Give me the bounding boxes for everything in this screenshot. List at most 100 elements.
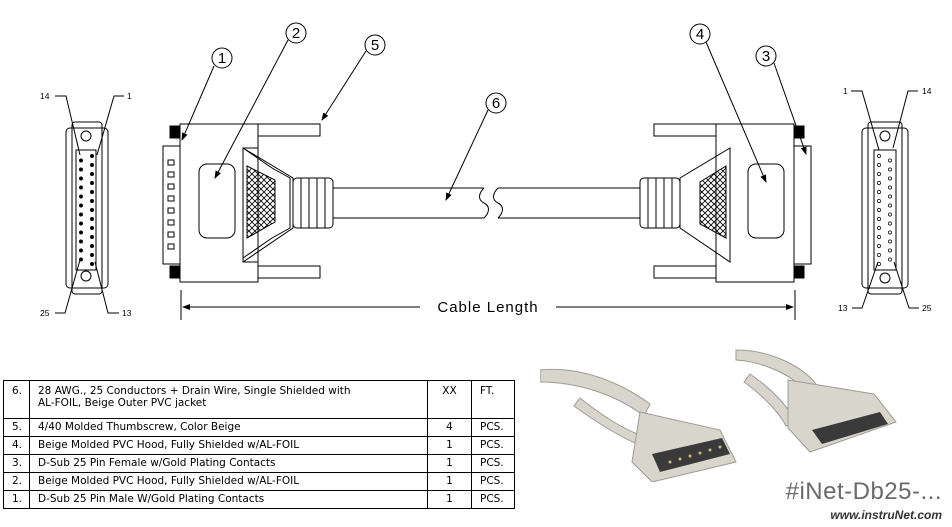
right-face-view: [861, 121, 909, 295]
bom-item-number: 4.: [3, 436, 30, 455]
bom-description: Beige Molded PVC Hood, Fully Shielded w/…: [29, 436, 428, 455]
bom-row: 6. 28 AWG., 25 Conductors + Drain Wire, S…: [3, 380, 515, 419]
pin: [90, 208, 94, 212]
bom-description-line: D-Sub 25 Pin Female w/Gold Plating Conta…: [38, 457, 276, 469]
left-face-view: [65, 121, 109, 295]
pin: [877, 235, 881, 239]
balloon-6: 6: [492, 95, 500, 112]
pin: [79, 221, 83, 226]
pin: [877, 190, 881, 194]
bom-row: 2. Beige Molded PVC Hood, Fully Shielded …: [3, 472, 515, 491]
watermark-tag: #iNet-Db25-...: [785, 478, 942, 505]
pin: [877, 199, 881, 203]
cable-length-label: Cable Length: [437, 299, 538, 316]
pin: [888, 257, 892, 262]
pin: [79, 158, 83, 163]
left-connector: [162, 123, 334, 283]
bom-description: 28 AWG., 25 Conductors + Drain Wire, Sin…: [29, 380, 428, 419]
pin: [90, 181, 94, 185]
pin-label-left-1: 1: [127, 91, 132, 101]
bom-description: D-Sub 25 Pin Male W/Gold Plating Contact…: [29, 490, 428, 509]
pin: [90, 226, 94, 230]
balloon-1: 1: [218, 50, 226, 67]
pin: [888, 167, 892, 172]
pin: [888, 176, 892, 181]
bom-description: D-Sub 25 Pin Female w/Gold Plating Conta…: [29, 454, 428, 473]
bom-quantity: 1: [427, 436, 472, 455]
right-face-pins: [877, 154, 892, 266]
bom-row: 4. Beige Molded PVC Hood, Fully Shielded …: [3, 436, 515, 455]
balloon-2: 2: [292, 25, 300, 42]
left-face-pins: [79, 154, 94, 266]
pin: [90, 217, 94, 221]
bom-row: 1.D-Sub 25 Pin Male W/Gold Plating Conta…: [3, 490, 515, 509]
pin: [877, 172, 881, 176]
pin: [888, 230, 892, 235]
watermark-site: www.instruNet.com: [830, 508, 942, 522]
pin: [90, 244, 94, 248]
bom-description-line: Beige Molded PVC Hood, Fully Shielded w/…: [38, 439, 300, 451]
bom-quantity: 1: [427, 454, 472, 473]
pin: [877, 244, 881, 248]
pin: [79, 239, 83, 244]
pin: [877, 226, 881, 230]
bom-quantity: 4: [427, 418, 472, 437]
bom-unit: PCS.: [471, 490, 515, 509]
pin: [90, 262, 94, 266]
product-photo: [540, 349, 897, 482]
bom-unit: PCS.: [471, 454, 515, 473]
pin: [877, 217, 881, 221]
pin: [90, 163, 94, 167]
bom-item-number: 2.: [3, 472, 30, 491]
bom-description-line: Beige Molded PVC Hood, Fully Shielded w/…: [38, 475, 300, 487]
pin-label-right-1: 1: [843, 86, 848, 96]
right-connector: [639, 123, 812, 283]
bom-unit: PCS.: [471, 418, 515, 437]
bom-row: 3. D-Sub 25 Pin Female w/Gold Plating Con…: [3, 454, 515, 473]
pin: [79, 167, 83, 172]
pin: [888, 239, 892, 244]
bom-item-number: 3.: [3, 454, 30, 473]
left-shell-pins: [167, 159, 175, 250]
pin: [79, 248, 83, 253]
balloon-3: 3: [762, 48, 770, 65]
pin: [877, 208, 881, 212]
pin-label-right-14: 14: [922, 86, 932, 96]
pin: [79, 203, 83, 208]
pin: [877, 181, 881, 185]
pin: [888, 221, 892, 226]
pin: [79, 194, 83, 199]
balloon-5: 5: [371, 37, 379, 54]
bom-description-line: 28 AWG., 25 Conductors + Drain Wire, Sin…: [38, 385, 351, 397]
balloons: [181, 22, 807, 201]
pin-label-left-13: 13: [122, 308, 132, 318]
bom-item-number: 1.: [3, 490, 30, 509]
bom-quantity: 1: [427, 472, 472, 491]
pin-label-left-25: 25: [40, 308, 50, 318]
pin: [90, 199, 94, 203]
pin: [888, 194, 892, 199]
bom-item-number: 5.: [3, 418, 30, 437]
bom-description: 4/40 Molded Thumbscrew, Color Beige: [29, 418, 428, 437]
watermark: #iNet-Db25-... www.instruNet.com: [786, 478, 942, 522]
pin: [79, 230, 83, 235]
pin: [79, 212, 83, 217]
bom-item-number: 6.: [3, 380, 30, 419]
pin: [877, 253, 881, 257]
bom-unit: PCS.: [471, 472, 515, 491]
pin: [888, 158, 892, 163]
bill-of-materials: 6. 28 AWG., 25 Conductors + Drain Wire, S…: [3, 380, 515, 509]
pin: [877, 154, 881, 158]
bom-description-line: AL-FOIL, Beige Outer PVC jacket: [38, 397, 207, 409]
pin: [90, 190, 94, 194]
bom-quantity: XX: [427, 380, 472, 419]
pin: [888, 203, 892, 208]
pin: [888, 212, 892, 217]
bom-description: Beige Molded PVC Hood, Fully Shielded w/…: [29, 472, 428, 491]
balloon-4: 4: [696, 26, 704, 43]
pin: [877, 163, 881, 167]
pin: [79, 176, 83, 181]
pin: [90, 235, 94, 239]
